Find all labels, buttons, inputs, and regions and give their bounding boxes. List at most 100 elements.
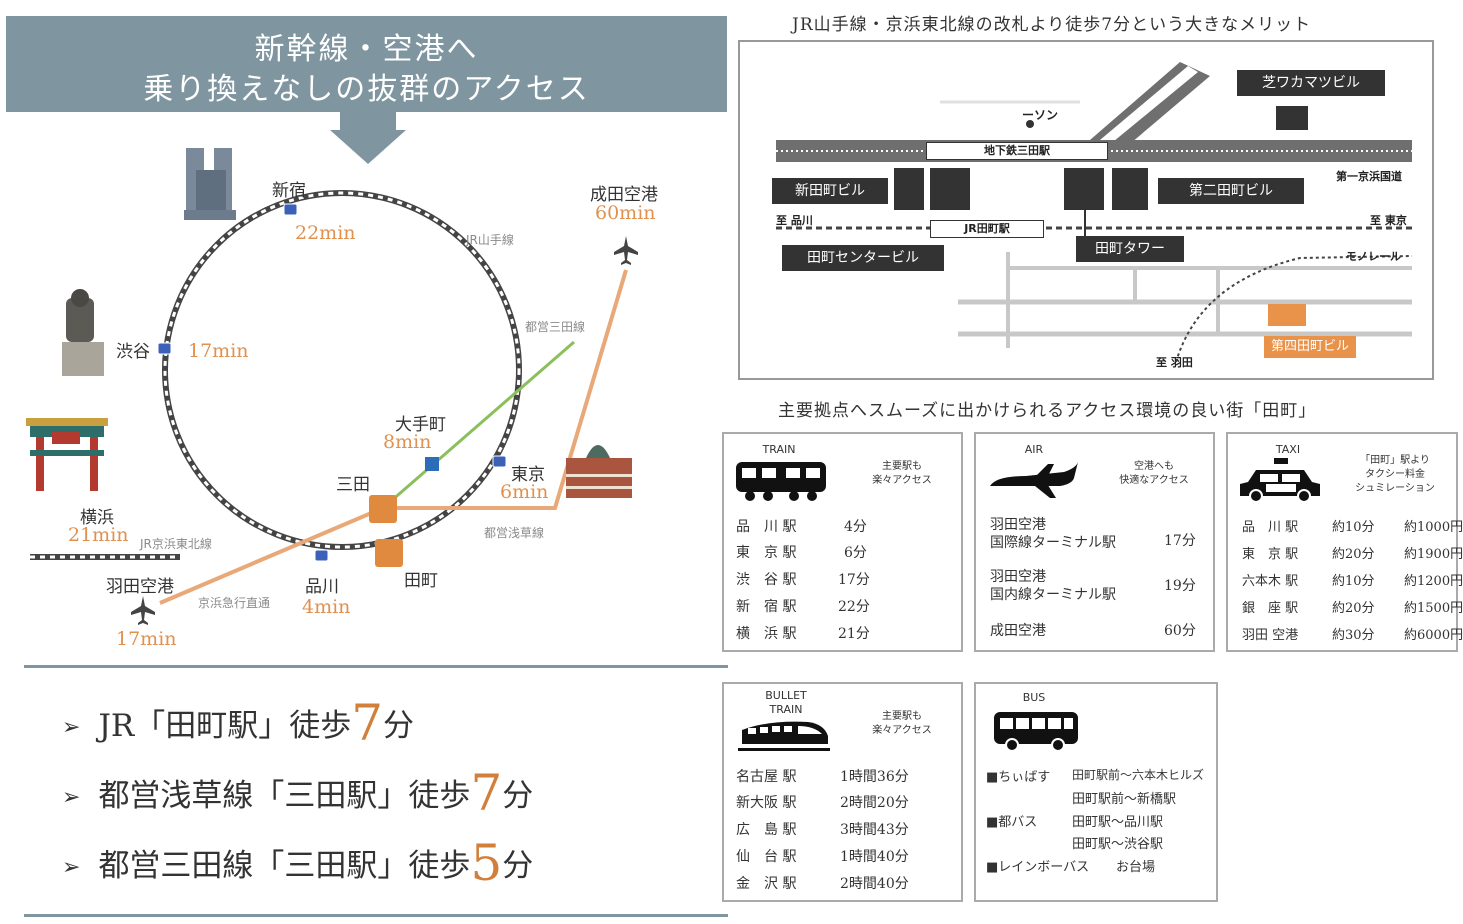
taxi-row-time: 約10分 (1332, 520, 1375, 535)
airplane-icon (131, 596, 155, 625)
taxi-row-name: 羽田 空港 (1242, 628, 1299, 643)
tamachi-station-marker (375, 539, 403, 567)
tokyo-station-building-icon (566, 445, 632, 498)
walk-line-3: ➢都営三田線「三田駅」徒歩5分 (62, 834, 534, 892)
train-card-title: TRAIN (762, 443, 796, 456)
taxi-row-name: 品 川 駅 (1242, 520, 1299, 535)
taxi-row-fare: 約1900円 (1404, 547, 1463, 562)
down-arrow-icon (330, 112, 406, 164)
tamachi-center-building-label: 田町センタービル (782, 245, 944, 271)
shinjuku-time: 22min (295, 222, 356, 244)
air-card: AIR 空港へも 快適なアクセス 羽田空港 国際線ターミナル駅 17分 羽田空港… (974, 432, 1215, 652)
bullet-row-name: 仙 台 駅 (736, 849, 797, 865)
bus-row-route: 田町駅～渋谷駅 (1072, 837, 1164, 852)
shiba-wakamatsu-label: 芝ワカマツビル (1237, 70, 1385, 96)
mita-line-label: 都営三田線 (525, 320, 586, 334)
haneda-time: 17min (116, 628, 177, 650)
chevron-right-icon: ➢ (62, 855, 81, 880)
to-tokyo-label: 至 東京 (1370, 214, 1407, 227)
jr-tamachi-station-label: JR田町駅 (930, 220, 1044, 238)
bus-row-name: ■都バス (986, 815, 1038, 830)
divider-bottom (24, 914, 728, 917)
haneda-label: 羽田空港 (106, 577, 174, 597)
chinatown-gate-icon (26, 418, 108, 491)
taxi-row-time: 約30分 (1332, 628, 1375, 643)
bullet-row-time: 2時間40分 (840, 876, 909, 892)
air-card-title: AIR (1024, 443, 1044, 456)
chevron-right-icon: ➢ (62, 715, 81, 740)
taxi-card-title: TAXI (1275, 443, 1301, 456)
mita-station-marker (369, 495, 397, 523)
air-row-time: 17分 (1164, 533, 1196, 549)
air-row-sub: 国内線ターミナル駅 (990, 587, 1116, 603)
keihin-tohoku-line-label: JR京浜東北線 (140, 537, 212, 551)
bullet-row-name: 新大阪 駅 (736, 795, 797, 811)
shibuya-label: 渋谷 (116, 342, 150, 362)
air-row-sub: 国際線ターミナル駅 (990, 535, 1116, 551)
shinjuku-label: 新宿 (272, 181, 306, 201)
bus-card: BUS ■ちぃばす 田町駅前～六本木ヒルズ 田町駅前～新橋駅 ■都バス 田町駅～… (974, 682, 1218, 902)
taxi-row-time: 約20分 (1332, 601, 1375, 616)
train-row-name: 品 川 駅 (736, 519, 797, 535)
banner-line-2: 乗り換えなしの抜群のアクセス (143, 72, 590, 107)
air-row-time: 60分 (1164, 623, 1196, 639)
bullet-card-title-1: BULLET (765, 689, 807, 702)
airplane-icon (990, 462, 1078, 498)
yokohama-label: 横浜 (80, 508, 114, 528)
hachiko-statue-icon (62, 289, 104, 376)
bullet-card-title-2: TRAIN (769, 703, 803, 716)
taxi-note-1: 「田町」駅より (1360, 455, 1430, 466)
shinagawa-marker (314, 549, 329, 562)
shinagawa-label: 品川 (305, 577, 339, 597)
chevron-right-icon: ➢ (62, 785, 81, 810)
route-map (26, 148, 638, 625)
tokyo-label: 東京 (511, 465, 545, 485)
bullet-train-icon (738, 721, 830, 751)
daiichi-keihin-label: 第一京浜国道 (1336, 170, 1402, 183)
train-note-1: 主要駅も (882, 461, 922, 472)
taxi-row-name: 銀 座 駅 (1242, 601, 1299, 616)
air-note-1: 空港へも (1134, 461, 1174, 472)
train-note-2: 楽々アクセス (872, 475, 932, 486)
bullet-row-time: 1時間36分 (840, 769, 909, 785)
shinjuku-marker (283, 203, 298, 216)
divider-top (24, 665, 728, 668)
taxi-row-name: 六本木 駅 (1242, 574, 1299, 589)
lawson-label: ーソン (1022, 108, 1059, 122)
walk-line-2: ➢都営浅草線「三田駅」徒歩7分 (62, 764, 534, 822)
yokohama-time: 21min (68, 524, 129, 546)
taxi-icon (1240, 458, 1320, 503)
train-row-time: 21分 (838, 626, 870, 642)
bus-row-route: 田町駅前～新橋駅 (1072, 792, 1177, 807)
bus-icon (994, 712, 1078, 752)
train-row-name: 東 京 駅 (736, 545, 797, 561)
air-row-time: 19分 (1164, 578, 1196, 594)
narita-time: 60min (595, 202, 656, 224)
daini-tamachi-building-label: 第二田町ビル (1158, 178, 1304, 204)
train-row-name: 新 宿 駅 (736, 599, 797, 615)
train-row-time: 4分 (844, 519, 867, 535)
bullet-row-time: 2時間20分 (840, 795, 909, 811)
tokyo-marker (492, 455, 507, 468)
bullet-row-name: 広 島 駅 (736, 822, 797, 838)
air-row-name: 成田空港 (990, 623, 1046, 639)
otemachi-label: 大手町 (395, 415, 446, 435)
narita-label: 成田空港 (590, 185, 658, 205)
taxi-card: TAXI 「田町」駅より タクシー料金 シュミレーション 品 川 駅 約10分 … (1226, 432, 1463, 652)
bus-row-name: ■レインボーバス (986, 860, 1090, 875)
bus-row-route: 田町駅～品川駅 (1072, 815, 1164, 830)
taxi-row-name: 東 京 駅 (1242, 547, 1299, 562)
taxi-note-3: シュミレーション (1355, 483, 1435, 494)
yamanote-line-label: JR山手線 (466, 233, 514, 247)
taxi-row-fare: 約1500円 (1404, 601, 1463, 616)
monorail-label: モノレール (1346, 250, 1401, 263)
asakusa-line-label: 都営浅草線 (484, 526, 545, 540)
bullet-note-2: 楽々アクセス (872, 725, 932, 736)
to-shinagawa-label: 至 品川 (776, 214, 813, 227)
area-map: 芝ワカマツビル ーソン 地下鉄三田駅 第一京浜国道 新田町ビル 第二田町ビル 至… (738, 40, 1434, 380)
keikyu-line-label: 京浜急行直通 (198, 596, 271, 610)
train-row-time: 22分 (838, 599, 870, 615)
taxi-row-time: 約20分 (1332, 547, 1375, 562)
asakusa-line-route (159, 269, 628, 605)
tokyo-time: 6min (500, 481, 549, 503)
